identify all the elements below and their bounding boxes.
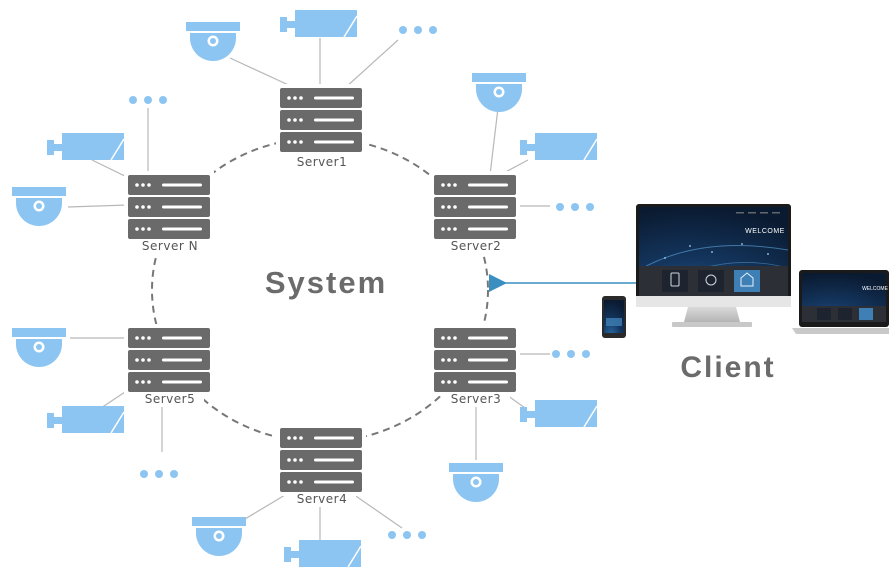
bullet-camera-icon [519, 132, 598, 161]
smartphone-icon [602, 296, 626, 338]
server-label: Server2 [451, 239, 502, 253]
server-node: Server1 [276, 84, 366, 170]
dome-camera-icon [472, 73, 526, 112]
network-ring [151, 137, 489, 443]
dome-camera-icon [12, 328, 66, 367]
server-label: Server N [142, 239, 198, 253]
dome-camera-icon [12, 187, 66, 226]
laptop-icon: WELCOME [792, 270, 889, 334]
bullet-camera-icon [46, 405, 125, 434]
ellipsis-icon [399, 26, 437, 34]
client-label: Client [680, 351, 775, 384]
ellipsis-icon [140, 470, 178, 478]
server-rack-icon [128, 175, 210, 239]
server-label: Server3 [451, 392, 502, 406]
server-node: Server5 [124, 324, 214, 407]
ellipsis-icon [552, 350, 590, 358]
system-title: System [265, 265, 387, 300]
desktop-monitor-icon: WELCOME [636, 204, 791, 327]
server-rack-icon [434, 175, 516, 239]
server-label: Server5 [145, 392, 196, 406]
server-label: Server4 [297, 492, 348, 506]
bullet-camera-icon [283, 539, 362, 568]
server-rack-icon [280, 428, 362, 492]
server-node: Server N [124, 171, 214, 254]
ellipsis-icon [388, 531, 426, 539]
server-rack-icon [128, 328, 210, 392]
server-label: Server1 [297, 155, 348, 169]
ellipsis-icon [129, 96, 167, 104]
dome-camera-icon [449, 463, 503, 502]
bullet-camera-icon [279, 9, 358, 38]
dome-camera-icon [186, 22, 240, 61]
server-node: Server4 [276, 424, 366, 507]
server-node: Server2 [430, 171, 520, 254]
dome-camera-icon [192, 517, 246, 556]
bullet-camera-icon [46, 132, 125, 161]
server-node: Server3 [430, 324, 520, 407]
ellipsis-icon [556, 203, 594, 211]
bullet-camera-icon [519, 399, 598, 428]
laptop-welcome-text: WELCOME [862, 286, 889, 292]
server-rack-icon [434, 328, 516, 392]
monitor-welcome-text: WELCOME [745, 228, 785, 235]
server-rack-icon [280, 88, 362, 152]
